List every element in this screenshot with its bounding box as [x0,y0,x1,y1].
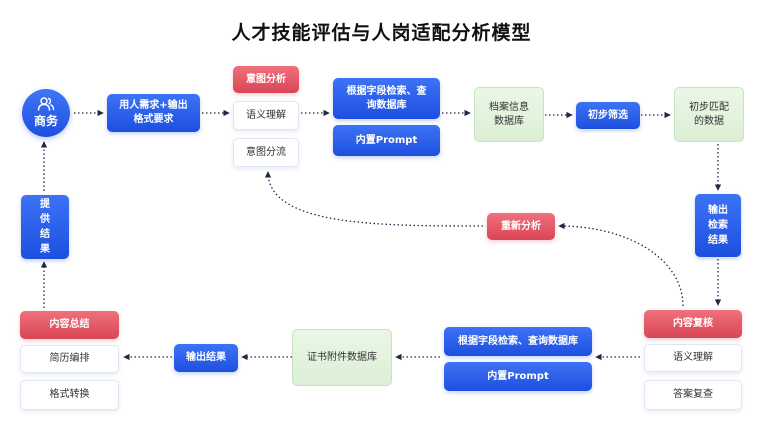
intent-routing-node: 意图分流 [233,138,299,167]
semantic-understanding-node-2: 语义理解 [644,344,742,372]
content-summary-node: 内容总结 [20,311,119,339]
users-icon [37,97,55,111]
output-search-results-node: 输出 检索 结果 [695,194,741,257]
initial-match-data-node: 初步匹配 的数据 [674,87,744,142]
reanalyze-node: 重新分析 [487,213,555,240]
business-label: 商务 [33,114,58,128]
builtin-prompt-node-1: 内置Prompt [333,125,440,156]
edge-review-reanalyze [558,222,684,307]
provide-results-node: 提 供 结 果 [21,195,69,259]
field-search-node-1: 根据字段检索、查 询数据库 [333,78,440,119]
certificate-db-node: 证书附件数据库 [292,329,392,386]
edge-reanalyze-intent [264,171,484,227]
content-review-node: 内容复核 [644,310,742,338]
answer-review-node: 答案复查 [644,380,742,410]
archive-db-node: 档案信息 数据库 [474,87,544,142]
page-title: 人才技能评估与人岗适配分析模型 [231,22,532,44]
business-node: 商务 [22,89,70,137]
semantic-understanding-node-1: 语义理解 [233,101,299,130]
format-conversion-node: 格式转换 [20,380,119,410]
builtin-prompt-node-2: 内置Prompt [444,362,592,391]
initial-filter-node: 初步筛选 [576,102,640,129]
resume-layout-node: 简历编排 [20,345,119,373]
requirements-node: 用人需求+输出 格式要求 [107,94,200,132]
intent-analysis-node: 意图分析 [233,66,299,93]
field-search-node-2: 根据字段检索、查询数据库 [444,327,592,356]
output-results-node: 输出结果 [174,344,238,372]
